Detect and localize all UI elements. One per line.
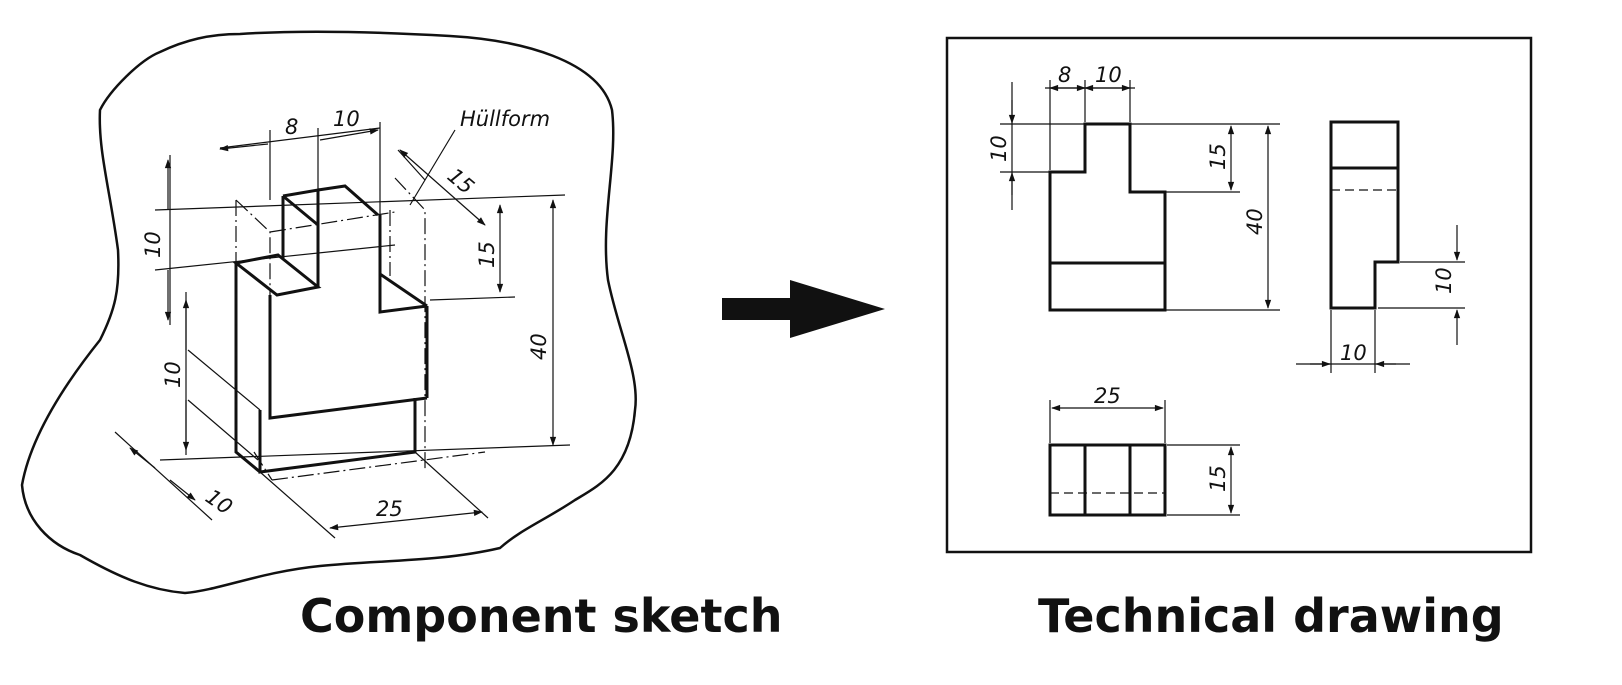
sketch-dim-left-lower: 10	[161, 361, 185, 388]
front-dim-height: 40	[1243, 208, 1267, 235]
front-dim-right-inner: 15	[1206, 143, 1230, 170]
drawing-frame	[945, 36, 1533, 554]
sketch-dim-width: 25	[376, 497, 403, 521]
caption-technical-drawing: Technical drawing	[1038, 589, 1504, 643]
caption-component-sketch: Component sketch	[300, 589, 783, 643]
side-dim-bottom: 10	[1340, 341, 1367, 365]
front-dim-left: 10	[987, 135, 1011, 162]
sketch-dim-bottom-depth: 10	[201, 484, 237, 519]
right-arrow-icon	[722, 280, 885, 338]
top-dim-depth: 15	[1206, 465, 1230, 492]
component-sketch: 8 10 Hüllform 15 15 10 10 40 10 25	[20, 30, 637, 595]
sketch-dim-top-b: 10	[333, 107, 360, 131]
top-dim-width: 25	[1094, 384, 1121, 408]
sketch-dim-step-depth: 15	[475, 241, 499, 268]
front-view: 8 10 10 15 40	[987, 63, 1280, 312]
sketch-dimension-lines	[114, 122, 571, 539]
front-dim-top-a: 8	[1058, 63, 1071, 87]
top-view: 25 15	[1048, 384, 1240, 517]
sketch-object-lines	[232, 184, 429, 474]
sketch-dim-depth-top: 15	[443, 163, 479, 199]
side-view: 10 10	[1296, 120, 1465, 373]
technical-drawing: 8 10 10 15 40 10 10	[945, 36, 1533, 554]
sketch-annotation-huellform: Hüllform	[460, 107, 550, 131]
side-dim-step-height: 10	[1432, 267, 1456, 294]
sketch-dim-height: 40	[527, 333, 551, 360]
sketch-dim-top-a: 8	[285, 115, 298, 139]
sketch-outline-blob	[20, 30, 637, 595]
sketch-dim-left-upper: 10	[141, 231, 165, 258]
sketch-center-lines	[235, 177, 486, 481]
front-dim-top-b: 10	[1095, 63, 1122, 87]
